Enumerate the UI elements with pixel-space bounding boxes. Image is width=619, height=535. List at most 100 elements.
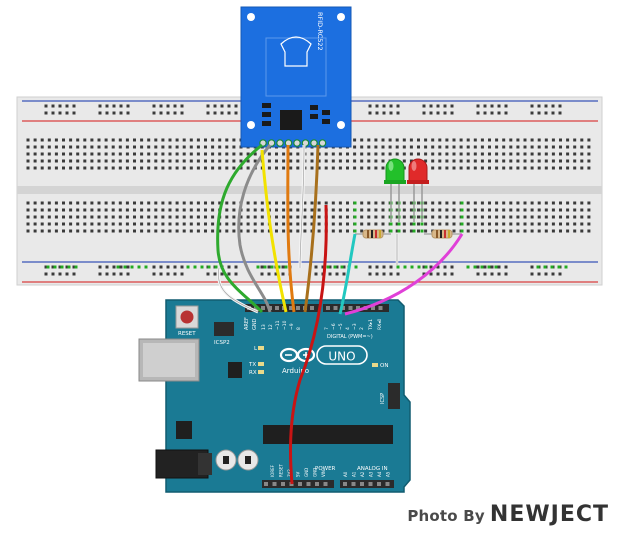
breadboard-hole [445, 166, 449, 170]
breadboard-hole [97, 166, 101, 170]
breadboard-hole [495, 222, 499, 226]
breadboard-hole [587, 159, 591, 163]
breadboard-hole [488, 208, 491, 212]
breadboard-hole [317, 215, 321, 219]
breadboard-hole [51, 265, 55, 269]
breadboard-hole [140, 152, 144, 156]
breadboard-hole [310, 159, 314, 163]
breadboard-hole [168, 152, 172, 156]
breadboard-hole [182, 145, 186, 149]
breadboard-hole [213, 111, 217, 115]
breadboard-hole [310, 215, 314, 219]
breadboard-hole [111, 166, 115, 170]
breadboard-hole [119, 272, 123, 276]
reset-button-cap[interactable] [180, 310, 194, 324]
breadboard-hole [227, 272, 231, 276]
breadboard-hole [234, 104, 238, 108]
breadboard-hole [275, 222, 278, 226]
active-rail-hole [417, 265, 421, 269]
breadboard-hole [182, 138, 186, 142]
breadboard-hole [97, 215, 101, 219]
breadboard-hole [367, 152, 371, 156]
breadboard-hole [166, 272, 170, 276]
breadboard-hole [431, 145, 435, 149]
watermark-prefix: Photo By [407, 507, 485, 525]
breadboard-hole [118, 222, 122, 226]
breadboard-hole [189, 229, 193, 233]
digital-pin-hole [333, 306, 338, 310]
breadboard-hole [338, 201, 342, 205]
breadboard-hole [375, 272, 379, 276]
breadboard-hole [360, 138, 364, 142]
breadboard-hole [260, 229, 264, 233]
breadboard-hole [147, 166, 151, 170]
breadboard-hole [466, 201, 470, 205]
breadboard-hole [211, 166, 215, 170]
breadboard-hole [436, 272, 440, 276]
digital-pin-hole [341, 306, 345, 310]
tx-led [258, 362, 264, 366]
breadboard-hole [573, 166, 577, 170]
breadboard-hole [395, 222, 399, 226]
breadboard-hole [580, 229, 584, 233]
breadboard-hole [504, 272, 508, 276]
breadboard-hole [395, 229, 399, 233]
digital-pin-label: ~3 [352, 323, 358, 330]
breadboard-hole [537, 145, 541, 149]
breadboard-hole [559, 222, 562, 226]
breadboard-center-trench [17, 186, 602, 194]
breadboard-hole [125, 166, 129, 170]
breadboard-hole [98, 272, 102, 276]
active-hole [353, 201, 357, 205]
breadboard-hole [450, 111, 454, 115]
breadboard-hole [40, 229, 44, 233]
breadboard-hole [587, 201, 591, 205]
breadboard-hole [303, 229, 307, 233]
breadboard-hole [175, 138, 179, 142]
breadboard-hole [452, 159, 456, 163]
breadboard-hole [409, 208, 413, 212]
breadboard-hole [239, 222, 243, 226]
breadboard-hole [119, 265, 123, 269]
breadboard-hole [47, 152, 51, 156]
breadboard-hole [438, 152, 442, 156]
breadboard-hole [33, 222, 37, 226]
breadboard-hole [168, 222, 172, 226]
breadboard-hole [51, 111, 55, 115]
breadboard-hole [544, 229, 548, 233]
breadboard-hole [253, 159, 257, 163]
breadboard-hole [173, 265, 177, 269]
breadboard-hole [175, 159, 179, 163]
breadboard-hole [566, 215, 570, 219]
breadboard-hole [189, 208, 193, 212]
breadboard-hole [382, 111, 386, 115]
breadboard-hole [119, 111, 123, 115]
breadboard-hole [516, 201, 520, 205]
breadboard-hole [111, 138, 115, 142]
breadboard-hole [62, 222, 65, 226]
breadboard-hole [282, 229, 286, 233]
breadboard-hole [317, 201, 321, 205]
breadboard-hole [544, 201, 548, 205]
breadboard-hole [360, 166, 364, 170]
breadboard-hole [112, 265, 116, 269]
breadboard-hole [168, 159, 172, 163]
breadboard-hole [147, 222, 151, 226]
breadboard-hole [267, 201, 271, 205]
breadboard-hole [44, 104, 48, 108]
breadboard-hole [476, 265, 480, 269]
breadboard-hole [225, 138, 229, 142]
breadboard-hole [388, 145, 392, 149]
breadboard-hole [445, 159, 449, 163]
breadboard-hole [459, 145, 463, 149]
breadboard-hole [374, 145, 378, 149]
breadboard-hole [389, 272, 393, 276]
breadboard-hole [483, 272, 487, 276]
breadboard-hole [182, 208, 186, 212]
breadboard-hole [551, 229, 555, 233]
breadboard-hole [253, 222, 257, 226]
breadboard-hole [62, 159, 65, 163]
active-rail-hole [186, 265, 190, 269]
red-led [407, 158, 429, 222]
